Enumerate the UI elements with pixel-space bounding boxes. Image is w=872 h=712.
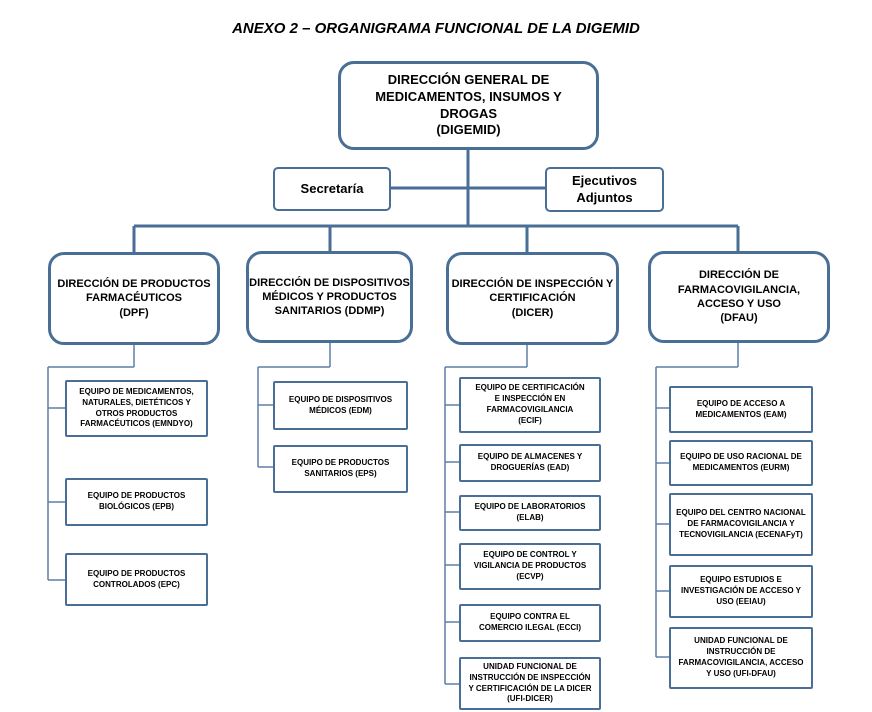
node-direccion-dfau: DIRECCIÓN DE FARMACOVIGILANCIA, ACCESO Y… [648,251,830,343]
team-box: EQUIPO DE ACCESO A MEDICAMENTOS (EAM) [669,386,813,433]
team-box: EQUIPO DE CERTIFICACIÓN E INSPECCIÓN EN … [459,377,601,433]
team-box: EQUIPO DE USO RACIONAL DE MEDICAMENTOS (… [669,440,813,486]
node-digemid: DIRECCIÓN GENERAL DE MEDICAMENTOS, INSUM… [338,61,599,150]
node-direccion-ddmp: DIRECCIÓN DE DISPOSITIVOS MÉDICOS Y PROD… [246,251,413,343]
team-box: EQUIPO DE DISPOSITIVOS MÉDICOS (EDM) [273,381,408,430]
team-box: UNIDAD FUNCIONAL DE INSTRUCCIÓN DE FARMA… [669,627,813,689]
team-box: EQUIPO DE LABORATORIOS (ELAB) [459,495,601,531]
team-box: EQUIPO DE MEDICAMENTOS, NATURALES, DIETÉ… [65,380,208,437]
team-box: EQUIPO DE CONTROL Y VIGILANCIA DE PRODUC… [459,543,601,590]
team-box: EQUIPO DE PRODUCTOS BIOLÓGICOS (EPB) [65,478,208,526]
team-box: UNIDAD FUNCIONAL DE INSTRUCCIÓN DE INSPE… [459,657,601,710]
node-direccion-dpf: DIRECCIÓN DE PRODUCTOS FARMACÉUTICOS (DP… [48,252,220,345]
team-box: EQUIPO DE PRODUCTOS CONTROLADOS (EPC) [65,553,208,606]
team-box: EQUIPO DEL CENTRO NACIONAL DE FARMACOVIG… [669,493,813,556]
team-box: EQUIPO DE ALMACENES Y DROGUERÍAS (EAD) [459,444,601,482]
node-ejecutivos-adjuntos: Ejecutivos Adjuntos [545,167,664,212]
node-secretaria: Secretaría [273,167,391,211]
team-box: EQUIPO CONTRA EL COMERCIO ILEGAL (ECCI) [459,604,601,642]
team-box: EQUIPO DE PRODUCTOS SANITARIOS (EPS) [273,445,408,493]
team-box: EQUIPO ESTUDIOS E INVESTIGACIÓN DE ACCES… [669,565,813,618]
node-direccion-dicer: DIRECCIÓN DE INSPECCIÓN Y CERTIFICACIÓN … [446,252,619,345]
page-title: ANEXO 2 – ORGANIGRAMA FUNCIONAL DE LA DI… [232,20,640,37]
